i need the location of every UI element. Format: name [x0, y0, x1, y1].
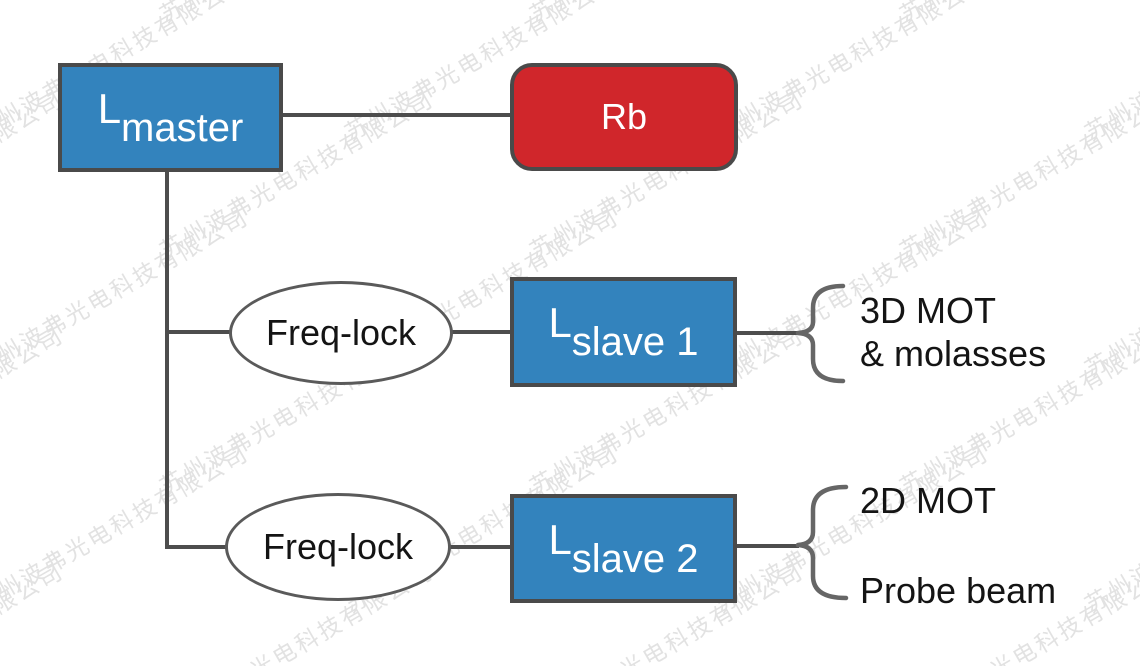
wire-trunk-to-freqlock1: [165, 170, 232, 334]
laser-subscript: slave 2: [571, 536, 699, 581]
slave-laser-1-label: L slave 1: [548, 302, 698, 363]
laser-symbol: L: [548, 515, 572, 563]
slave-laser-2-label: L slave 2: [548, 518, 698, 579]
node-slave-laser-2: L slave 2: [510, 494, 737, 603]
master-laser-label: L master: [98, 87, 244, 148]
output-3d-mot: 3D MOT: [860, 290, 997, 331]
freq-lock-1-label: Freq-lock: [265, 312, 417, 353]
node-rb-reference: Rb: [510, 63, 738, 171]
laser-symbol: L: [548, 299, 572, 346]
laser-subscript: slave 1: [571, 320, 699, 364]
freq-lock-2-label: Freq-lock: [262, 526, 414, 567]
output-molasses: & molasses: [860, 333, 1047, 374]
node-freq-lock-2: Freq-lock: [225, 493, 451, 601]
rb-reference-label: Rb: [600, 96, 648, 137]
brace-slave1-outputs: [795, 283, 846, 384]
node-freq-lock-1: Freq-lock: [229, 281, 453, 385]
output-label-slave1: 3D MOT & molasses: [860, 289, 1046, 375]
brace-slave2-outputs: [795, 484, 849, 601]
output-probe-beam: Probe beam: [860, 570, 1057, 611]
laser-symbol: L: [97, 84, 122, 132]
output-2d-mot: 2D MOT: [860, 480, 997, 521]
laser-subscript: master: [121, 105, 244, 150]
node-slave-laser-1: L slave 1: [510, 277, 737, 387]
wire-trunk-to-freqlock2: [165, 332, 231, 549]
node-master-laser: L master: [58, 63, 283, 172]
